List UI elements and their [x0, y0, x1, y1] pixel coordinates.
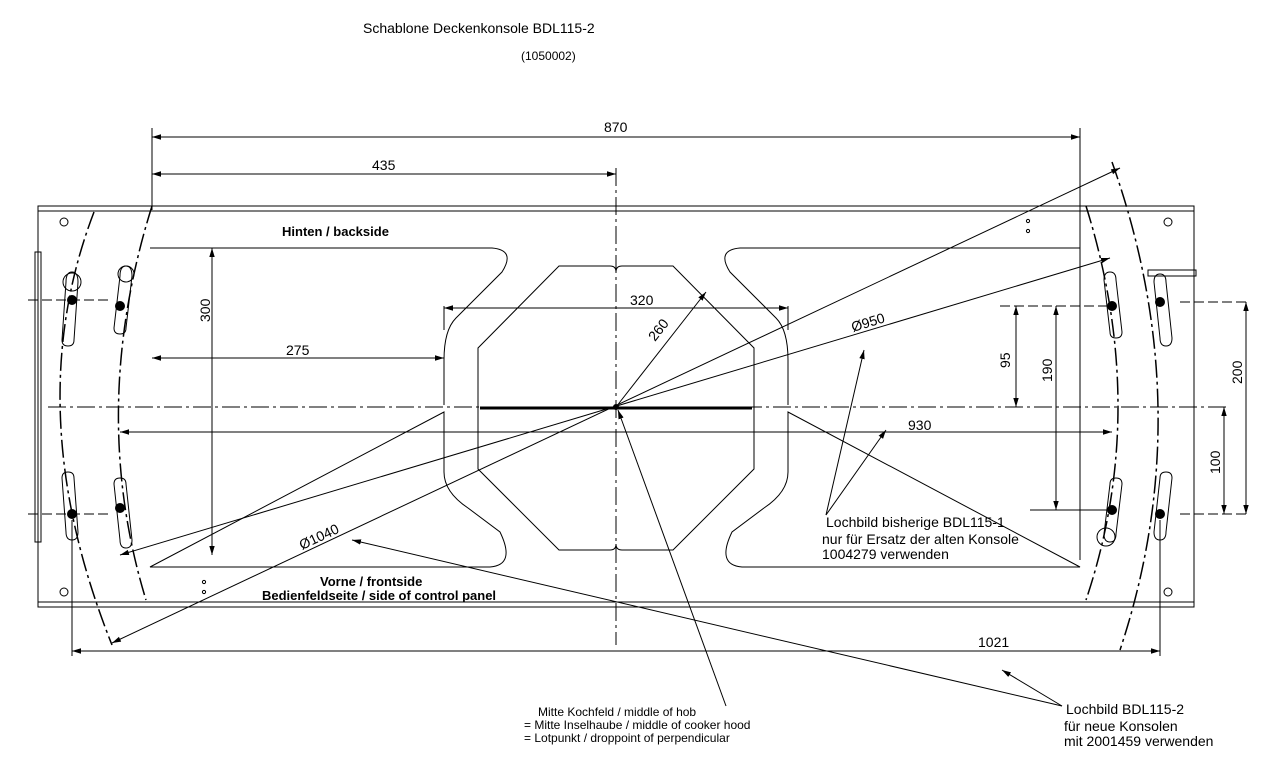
dim-930-label: 930 — [908, 417, 932, 433]
dim-200: 200 — [1229, 302, 1249, 514]
dim-300-label: 300 — [197, 298, 213, 322]
drawing-number: (1050002) — [521, 49, 576, 63]
note-old-line-3: 1004279 verwenden — [822, 546, 949, 562]
drawing-title: Schablone Deckenkonsole BDL115-2 — [363, 20, 595, 36]
note-new-pattern: Lochbild BDL115-2 für neue Konsolen mit … — [1064, 701, 1213, 749]
frontside-label: Vorne / frontside — [320, 574, 422, 589]
dim-870-label: 870 — [604, 119, 628, 135]
note-old-pattern: Lochbild bisherige BDL115-1 nur für Ersa… — [822, 514, 1019, 562]
dim-435-label: 435 — [372, 157, 396, 173]
dim-95: 95 — [997, 305, 1110, 407]
dim-1021-label: 1021 — [978, 634, 1009, 650]
note-old-line-2: nur für Ersatz der alten Konsole — [822, 531, 1019, 547]
dim-435: 435 — [152, 157, 616, 177]
dim-930: 930 — [120, 417, 1112, 435]
dim-1040-label: Ø1040 — [297, 520, 342, 552]
dim-100-label: 100 — [1207, 450, 1223, 474]
center-lines — [48, 168, 1228, 645]
dim-300: 300 — [197, 248, 215, 555]
leader-lines — [351, 349, 1063, 707]
note-old-line-1: Lochbild bisherige BDL115-1 — [826, 514, 1005, 530]
backside-label: Hinten / backside — [282, 224, 389, 239]
dim-95-label: 95 — [997, 352, 1013, 368]
dim-275-label: 275 — [286, 342, 310, 358]
note-center-line-1: Mitte Kochfeld / middle of hob — [538, 705, 696, 719]
note-new-line-3: mit 2001459 verwenden — [1064, 733, 1213, 749]
dim-190: 190 — [1030, 306, 1110, 511]
right-slots — [1096, 271, 1250, 547]
dim-320-label: 320 — [630, 292, 654, 308]
note-center-line-3: = Lotpunkt / droppoint of perpendicular — [524, 731, 730, 745]
dim-1021: 1021 — [71, 520, 1161, 656]
dim-200-label: 200 — [1229, 360, 1245, 384]
note-new-line-1: Lochbild BDL115-2 — [1066, 701, 1184, 717]
note-center-line-2: = Mitte Inselhaube / middle of cooker ho… — [524, 718, 750, 732]
dim-260: 260 — [615, 291, 707, 408]
dim-260-label: 260 — [645, 315, 672, 343]
control-panel-label: Bedienfeldseite / side of control panel — [262, 588, 496, 603]
hole-circle-arcs — [59, 161, 1159, 651]
note-center: Mitte Kochfeld / middle of hob = Mitte I… — [524, 705, 750, 745]
dim-275: 275 — [152, 342, 444, 361]
dim-100: 100 — [1207, 407, 1227, 514]
dim-190-label: 190 — [1039, 358, 1055, 382]
note-new-line-2: für neue Konsolen — [1064, 718, 1178, 734]
